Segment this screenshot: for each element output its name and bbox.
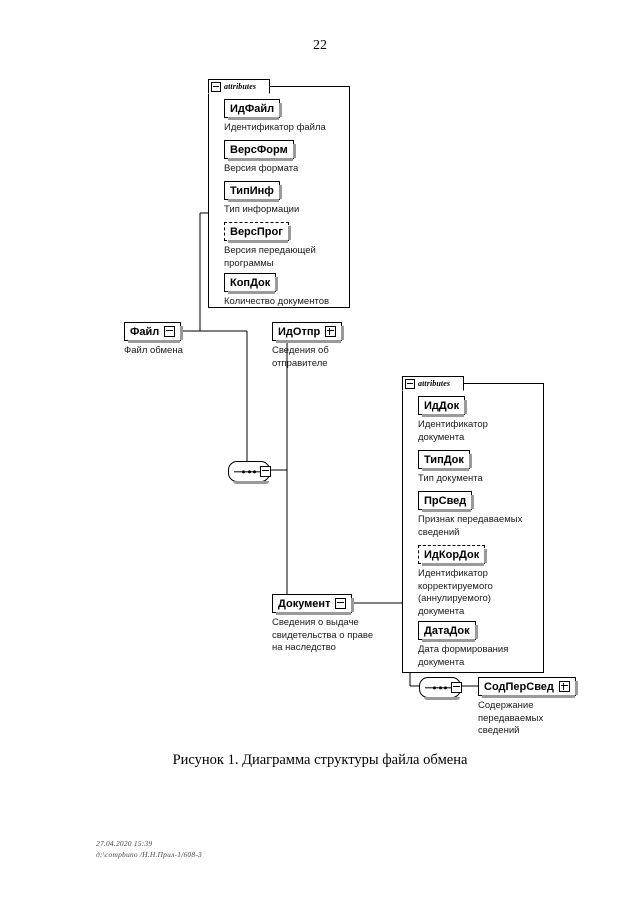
attribute-label: ИдДок [424,399,460,412]
figure-caption: Рисунок 1. Диаграмма структуры файла обм… [172,752,468,768]
page-footer: 27.04.2020 15:39 д:\compbuno /Н.Н.Прил-1… [96,839,202,861]
collapse-icon[interactable] [335,598,347,609]
attribute-description: Тип информации [224,204,300,215]
sequence-dot [242,469,246,474]
element-node-fayl[interactable]: Файл [124,322,184,343]
box-shadow-right [287,226,291,240]
box-shadow-right [484,549,488,563]
attribute-description: Признак передаваемых сведений [418,514,523,538]
attribute-node-iddok[interactable]: ИдДок [418,396,468,417]
box-shadow [228,199,279,202]
box-shadow [228,291,276,294]
attribute-node-datadok[interactable]: ДатаДок [418,621,478,642]
sequence-compositor-document[interactable] [419,677,461,700]
attribute-label: ТипДок [424,453,464,466]
box-shadow [422,563,485,566]
expand-icon[interactable] [325,326,337,337]
box-shadow [422,509,472,512]
attributes-label: attributes [418,379,451,388]
element-label: Файл [130,325,160,338]
attribute-node-versform[interactable]: ВерсФорм [224,140,296,161]
attribute-description: Идентификатор документа [418,419,488,443]
page-number: 22 [313,38,327,53]
sequence-dot [247,469,251,474]
box-shadow-right [464,400,468,414]
box-shadow-right [351,598,355,612]
sequence-dot [444,685,448,690]
element-description: Сведения об отправителе [272,345,329,369]
box-shadow [424,697,460,700]
box-shadow [228,240,288,243]
sequence-dot [438,685,442,690]
box-shadow-right [275,277,279,291]
sequence-dot [253,469,257,474]
document-attributes-tab[interactable]: attributes [402,376,464,391]
element-description: Содержание передаваемых сведений [478,700,544,736]
box-shadow-right [574,681,578,695]
box-shadow-right [180,326,184,340]
box-shadow [482,695,575,698]
box-shadow [276,340,342,343]
attribute-description: Тип документа [418,473,483,484]
attribute-node-kopdok[interactable]: КопДок [224,273,279,294]
attribute-node-tipinf[interactable]: ТипИнф [224,181,282,202]
box-shadow [228,158,293,161]
sequence-collapse-icon[interactable] [260,466,271,477]
element-label: Документ [278,597,331,610]
element-label: ИдОтпр [278,325,321,338]
collapse-icon[interactable] [164,326,176,337]
sequence-compositor-file[interactable] [228,461,270,484]
element-node-sodpersved[interactable]: СодПерСвед [478,677,578,698]
box-shadow-right [471,495,475,509]
attribute-label: ПрСвед [424,494,467,507]
box-shadow-right [279,103,283,117]
box-shadow [276,612,352,615]
attribute-description: Идентификатор файла [224,122,326,133]
attribute-node-versprog[interactable]: ВерсПрог [224,222,291,243]
attribute-description: Идентификатор корректируемого (аннулируе… [418,568,493,617]
box-shadow-right [341,326,345,340]
sequence-collapse-icon[interactable] [451,682,462,693]
element-node-idotpr[interactable]: ИдОтпр [272,322,345,343]
element-description: Сведения о выдаче свидетельства о праве … [272,617,374,653]
collapse-icon[interactable] [211,81,221,92]
attribute-node-prsved[interactable]: ПрСвед [418,491,475,512]
attribute-label: ВерсПрог [230,225,283,238]
element-label: СодПерСвед [484,680,554,693]
box-shadow-right [278,185,282,199]
element-description: Файл обмена [124,345,183,356]
box-shadow [233,481,269,484]
attribute-description: Версия передающей программы [224,245,316,269]
file-attributes-tab[interactable]: attributes [208,79,270,94]
box-shadow [422,414,465,417]
footer-path: д:\compbuno /Н.Н.Прил-1/608-3 [96,849,202,859]
attribute-node-tipdok[interactable]: ТипДок [418,450,472,471]
attribute-description: Количество документов [224,296,330,307]
sequence-dot [433,685,437,690]
schema-diagram: attributes ИдФайл Идентификатор файла Ве… [124,79,578,736]
box-shadow-right [292,144,296,158]
expand-icon[interactable] [558,681,570,692]
box-shadow-right [474,625,478,639]
box-shadow [128,340,181,343]
footer-timestamp: 27.04.2020 15:39 [96,839,153,848]
collapse-icon[interactable] [405,378,415,389]
attribute-label: КопДок [230,276,271,289]
attribute-description: Версия формата [224,163,299,174]
box-shadow [228,117,280,120]
attribute-label: ДатаДок [424,624,470,637]
attribute-node-idfayl[interactable]: ИдФайл [224,99,283,120]
attribute-description: Дата формирования документа [418,644,509,668]
attribute-label: ИдФайл [230,102,275,115]
box-shadow [422,468,469,471]
attribute-label: ТипИнф [230,184,274,197]
element-node-dokument[interactable]: Документ [272,594,355,615]
attribute-label: ИдКорДок [424,548,480,561]
attributes-label: attributes [224,82,257,91]
box-shadow [422,639,475,642]
attribute-node-idkordok[interactable]: ИдКорДок [418,545,488,566]
attribute-label: ВерсФорм [230,143,288,156]
box-shadow-right [468,454,472,468]
